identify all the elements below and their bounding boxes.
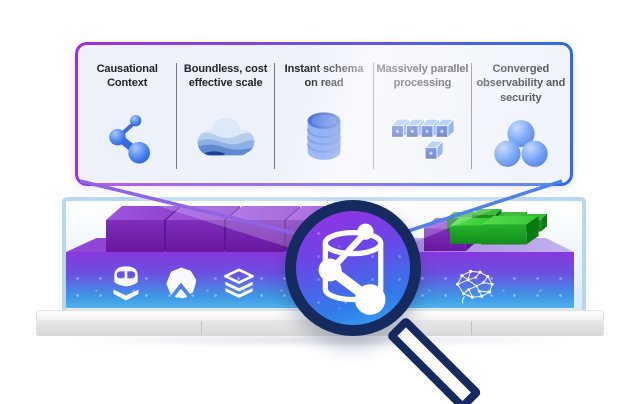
- tray-divider: [201, 321, 202, 335]
- tray-shadow: [60, 334, 580, 346]
- feature-column-boundless-scale: Boundless, cost effective scale: [175, 45, 274, 183]
- layers-stack-icon: [222, 268, 256, 303]
- parallel-cubes-icon: [389, 93, 456, 183]
- feature-column-converged-observability: Converged observability and security: [471, 45, 570, 183]
- database-cylinder-icon: [303, 93, 345, 183]
- cloud-landscape-icon: [194, 93, 258, 183]
- brain-network-icon: [450, 267, 498, 310]
- graph-database-icon: [318, 223, 386, 315]
- agent-mask-icon: [111, 263, 141, 308]
- feature-label: Instant schema on read: [284, 63, 364, 90]
- feature-column-causational-context: Causational Context: [78, 45, 176, 183]
- feature-label: Massively parallel processing: [376, 63, 469, 90]
- feature-label: Boundless, cost effective scale: [183, 63, 268, 90]
- arrow-polygon-icon: [166, 267, 197, 304]
- magnifier-lens: [285, 200, 421, 336]
- feature-label: Converged observability and security: [476, 63, 566, 104]
- feature-columns: Causational Context Boundless,: [78, 45, 570, 183]
- molecule-icon: [101, 93, 153, 183]
- feature-panel: Causational Context Boundless,: [75, 42, 573, 186]
- feature-column-parallel-processing: Massively parallel processing: [372, 45, 471, 183]
- feature-column-instant-schema: Instant schema on read: [274, 45, 373, 183]
- tray-divider: [471, 321, 472, 335]
- feature-label: Causational Context: [96, 63, 158, 90]
- sphere-cluster-icon: [493, 107, 549, 183]
